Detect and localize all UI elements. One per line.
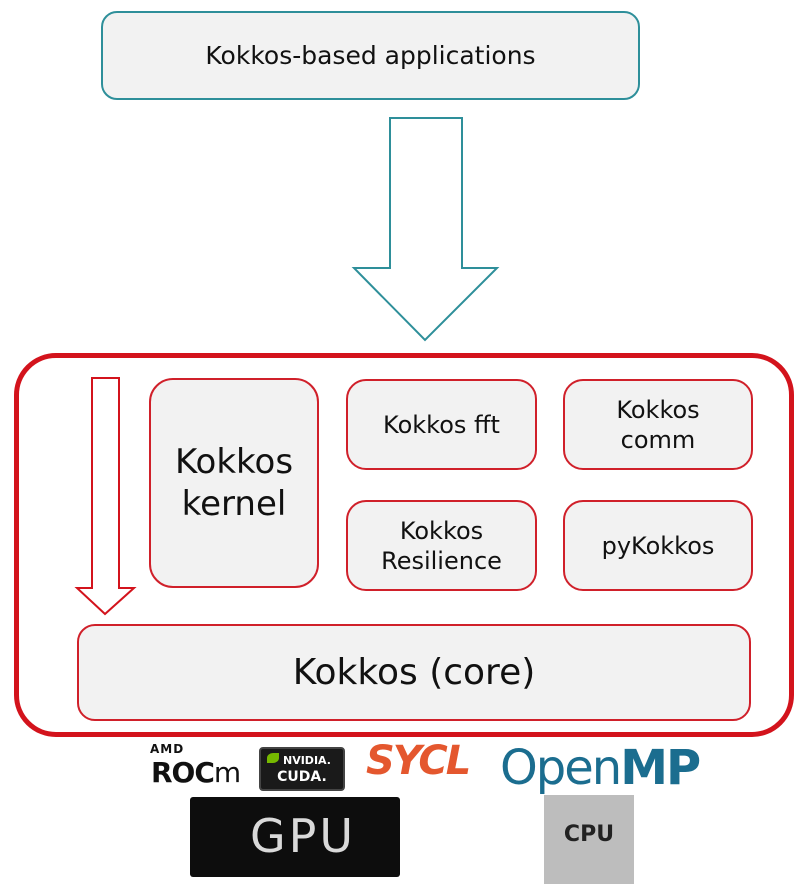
nvidia-cuda-logo: NVIDIA. CUDA. [259,747,345,791]
rocm-roc-text: ROC [151,756,215,789]
down-arrow-teal [351,117,500,342]
applications-box: Kokkos-based applications [101,11,640,100]
applications-label: Kokkos-based applications [205,40,536,70]
kokkos-fft-label: Kokkos fft [383,410,500,439]
kokkos-core-box: Kokkos (core) [77,624,751,721]
kokkos-comm-box: Kokkos comm [563,379,753,470]
openmp-open-text: Open [500,740,622,796]
openmp-logo: OpenMP [500,740,701,796]
gpu-card-icon: GPU [190,797,400,877]
kokkos-fft-box: Kokkos fft [346,379,537,470]
kokkos-kernel-box: Kokkos kernel [149,378,319,588]
kokkos-resilience-label: Kokkos Resilience [381,516,502,575]
rocm-m-text: m [213,756,241,789]
amd-logo: AMD [150,742,185,756]
pykokkos-box: pyKokkos [563,500,753,591]
cpu-label: CPU [563,822,615,847]
down-arrow-red [74,377,137,616]
pykokkos-label: pyKokkos [601,531,715,560]
cpu-chip-icon: CPU [544,795,634,884]
kokkos-ecosystem-frame [14,353,794,737]
nvidia-label: NVIDIA. [283,754,331,767]
kokkos-core-label: Kokkos (core) [292,652,536,693]
cuda-label: CUDA. [277,769,327,785]
kokkos-comm-label: Kokkos comm [616,395,700,454]
kokkos-kernel-label: Kokkos kernel [174,441,294,525]
gpu-label: GPU [250,809,357,863]
sycl-logo: SYCL [366,738,471,784]
nvidia-eye-icon [267,753,279,763]
rocm-logo: ROCm [151,756,241,789]
openmp-mp-text: MP [620,740,701,796]
kokkos-resilience-box: Kokkos Resilience [346,500,537,591]
